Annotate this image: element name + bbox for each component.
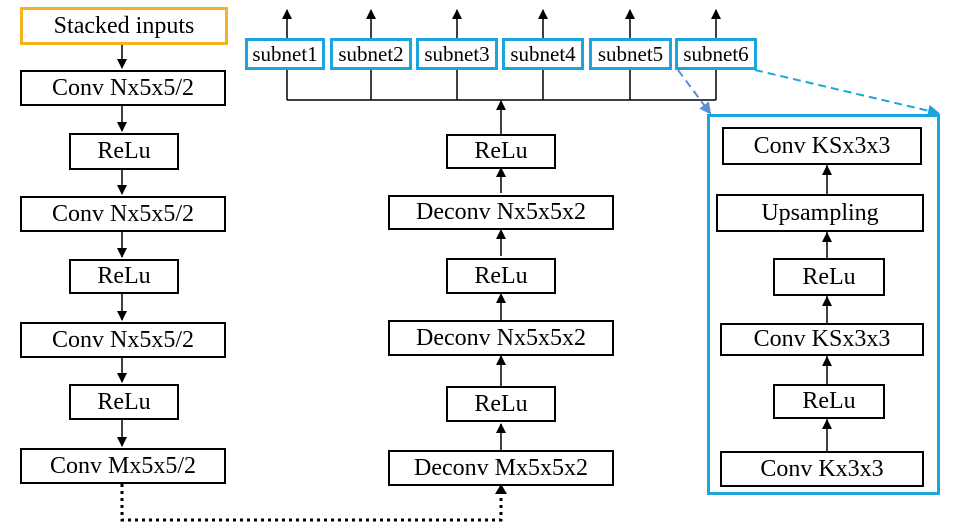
decoder-relu-2: ReLu — [446, 258, 556, 294]
detail-conv-mid: Conv KSx3x3 — [720, 323, 924, 356]
subnet-3-label: subnet3 — [424, 41, 490, 66]
detail-conv-mid-label: Conv KSx3x3 — [753, 326, 891, 352]
decoder-deconv-3: Deconv Mx5x5x2 — [388, 450, 614, 486]
subnet6-connector-right — [754, 69, 940, 117]
subnet-5-label: subnet5 — [597, 41, 664, 66]
decoder-deconv-1: Deconv Nx5x5x2 — [388, 195, 614, 230]
subnet-2-box: subnet2 — [330, 38, 412, 70]
subnet-6-label: subnet6 — [683, 41, 749, 66]
encoder-conv-1-label: Conv Nx5x5/2 — [51, 74, 194, 101]
encoder-conv-4: Conv Mx5x5/2 — [20, 448, 226, 484]
encoder-conv-3: Conv Nx5x5/2 — [20, 322, 226, 358]
decoder-deconv-2-label: Deconv Nx5x5x2 — [416, 324, 586, 351]
detail-conv-out: Conv KSx3x3 — [722, 127, 922, 165]
detail-conv-out-label: Conv KSx3x3 — [753, 132, 891, 159]
subnet-4-box: subnet4 — [502, 38, 584, 70]
encoder-conv-3-label: Conv Nx5x5/2 — [51, 326, 194, 353]
detail-relu-1: ReLu — [773, 258, 885, 296]
encoder-conv-1: Conv Nx5x5/2 — [20, 70, 226, 106]
subnet6-connector-left — [677, 69, 712, 115]
decoder-relu-2-label: ReLu — [474, 262, 528, 289]
encoder-conv-4-label: Conv Mx5x5/2 — [49, 452, 196, 479]
detail-relu-1-label: ReLu — [802, 263, 856, 290]
subnet-6-box: subnet6 — [675, 38, 757, 70]
stacked-inputs-label: Stacked inputs — [53, 12, 195, 39]
subnet-4-label: subnet4 — [510, 41, 576, 66]
detail-relu-2-label: ReLu — [802, 388, 856, 414]
encoder-conv-2-label: Conv Nx5x5/2 — [51, 200, 194, 227]
encoder-relu-3-label: ReLu — [97, 388, 151, 415]
dotted-skip-connection — [120, 484, 503, 522]
decoder-relu-3-label: ReLu — [474, 390, 528, 417]
encoder-relu-2-label: ReLu — [97, 263, 151, 289]
encoder-conv-2: Conv Nx5x5/2 — [20, 196, 226, 232]
detail-upsampling: Upsampling — [716, 194, 924, 232]
decoder-deconv-3-label: Deconv Mx5x5x2 — [414, 454, 588, 481]
decoder-deconv-2: Deconv Nx5x5x2 — [388, 320, 614, 356]
subnet-detail-arrowheads — [822, 165, 832, 429]
subnet-detail-panel — [707, 114, 940, 495]
subnet-3-box: subnet3 — [416, 38, 498, 70]
subnet-1-label: subnet1 — [252, 41, 318, 66]
decoder-relu-3: ReLu — [446, 386, 556, 422]
stacked-inputs-box: Stacked inputs — [20, 7, 228, 45]
detail-conv-in: Conv Kx3x3 — [720, 451, 924, 487]
detail-upsampling-label: Upsampling — [761, 199, 879, 226]
detail-relu-2: ReLu — [773, 384, 885, 419]
decoder-relu-1: ReLu — [446, 134, 556, 169]
subnet-output-arrows — [282, 9, 721, 38]
encoder-relu-3: ReLu — [69, 384, 179, 420]
subnet-bus — [286, 69, 717, 101]
subnet-5-box: subnet5 — [589, 38, 672, 70]
dotted-skip-arrowhead — [495, 484, 507, 494]
decoder-deconv-1-label: Deconv Nx5x5x2 — [416, 199, 586, 225]
subnet-1-box: subnet1 — [245, 38, 325, 70]
subnet-2-label: subnet2 — [338, 41, 404, 66]
detail-conv-in-label: Conv Kx3x3 — [760, 455, 884, 482]
decoder-relu-1-label: ReLu — [474, 138, 528, 164]
encoder-relu-1: ReLu — [69, 133, 179, 170]
encoder-relu-1-label: ReLu — [97, 138, 151, 164]
encoder-relu-2: ReLu — [69, 259, 179, 294]
